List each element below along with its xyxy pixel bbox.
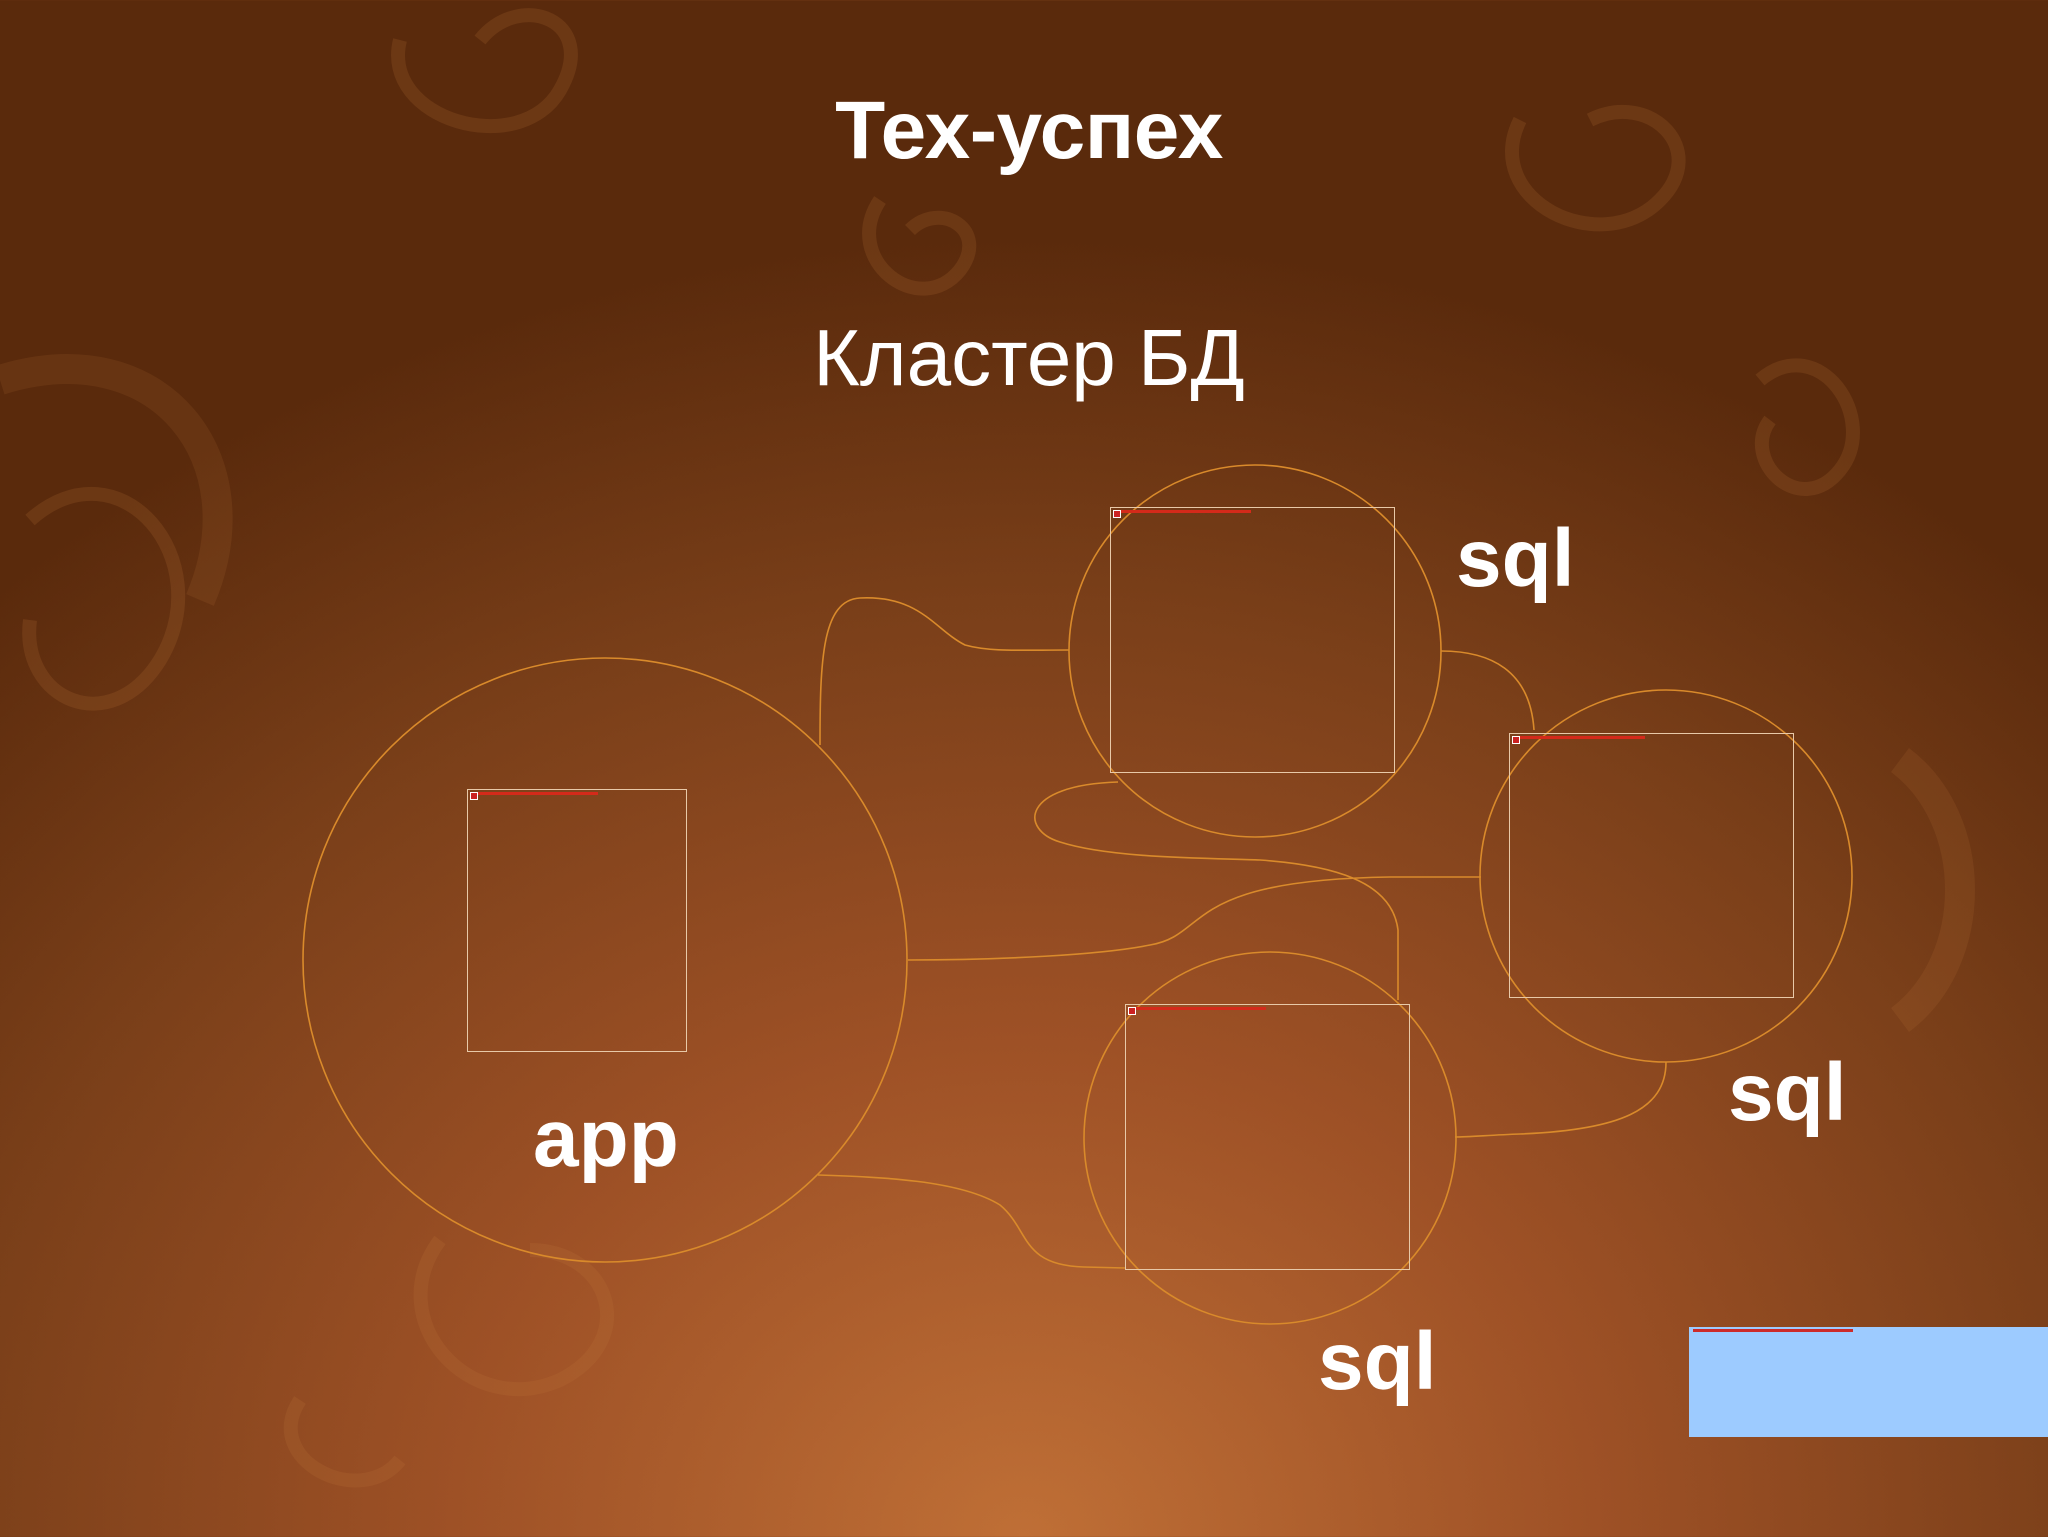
broken-image-icon (1113, 510, 1121, 518)
sql-right-image-placeholder (1509, 733, 1794, 998)
image-caption-line (1121, 510, 1251, 513)
connector-app-sql-right (907, 876, 1481, 961)
slide-title: Тех-успех (835, 85, 1223, 176)
node-app-circle (302, 657, 908, 1263)
image-caption-line (478, 792, 598, 795)
node-sql-top-circle (1068, 464, 1442, 838)
connector-sql-top-sql-right (1440, 650, 1535, 731)
node-label-sql-right: sql (1728, 1047, 1847, 1138)
node-label-sql-top: sql (1456, 513, 1575, 604)
connector-app-sql-top (819, 597, 1070, 746)
broken-image-icon (1512, 736, 1520, 744)
node-label-sql-bottom: sql (1318, 1316, 1437, 1407)
image-caption-line (1520, 736, 1645, 739)
image-caption-line (1136, 1007, 1266, 1010)
node-sql-bottom-circle (1083, 951, 1457, 1325)
sql-bottom-image-placeholder (1125, 1004, 1410, 1270)
connector-sql-right-sql-bottom (1454, 1061, 1667, 1138)
embedded-link-placeholder[interactable] (1689, 1327, 2048, 1437)
embedded-link-line (1693, 1329, 1853, 1332)
broken-image-icon (1128, 1007, 1136, 1015)
node-label-app: app (533, 1093, 679, 1184)
connector-sql-top-loop (1034, 781, 1399, 1000)
broken-image-icon (470, 792, 478, 800)
connector-app-sql-bottom (817, 1174, 1126, 1269)
slide-subtitle: Кластер БД (813, 313, 1245, 402)
sql-top-image-placeholder (1110, 507, 1395, 773)
app-image-placeholder (467, 789, 687, 1052)
node-sql-right-circle (1479, 689, 1853, 1063)
